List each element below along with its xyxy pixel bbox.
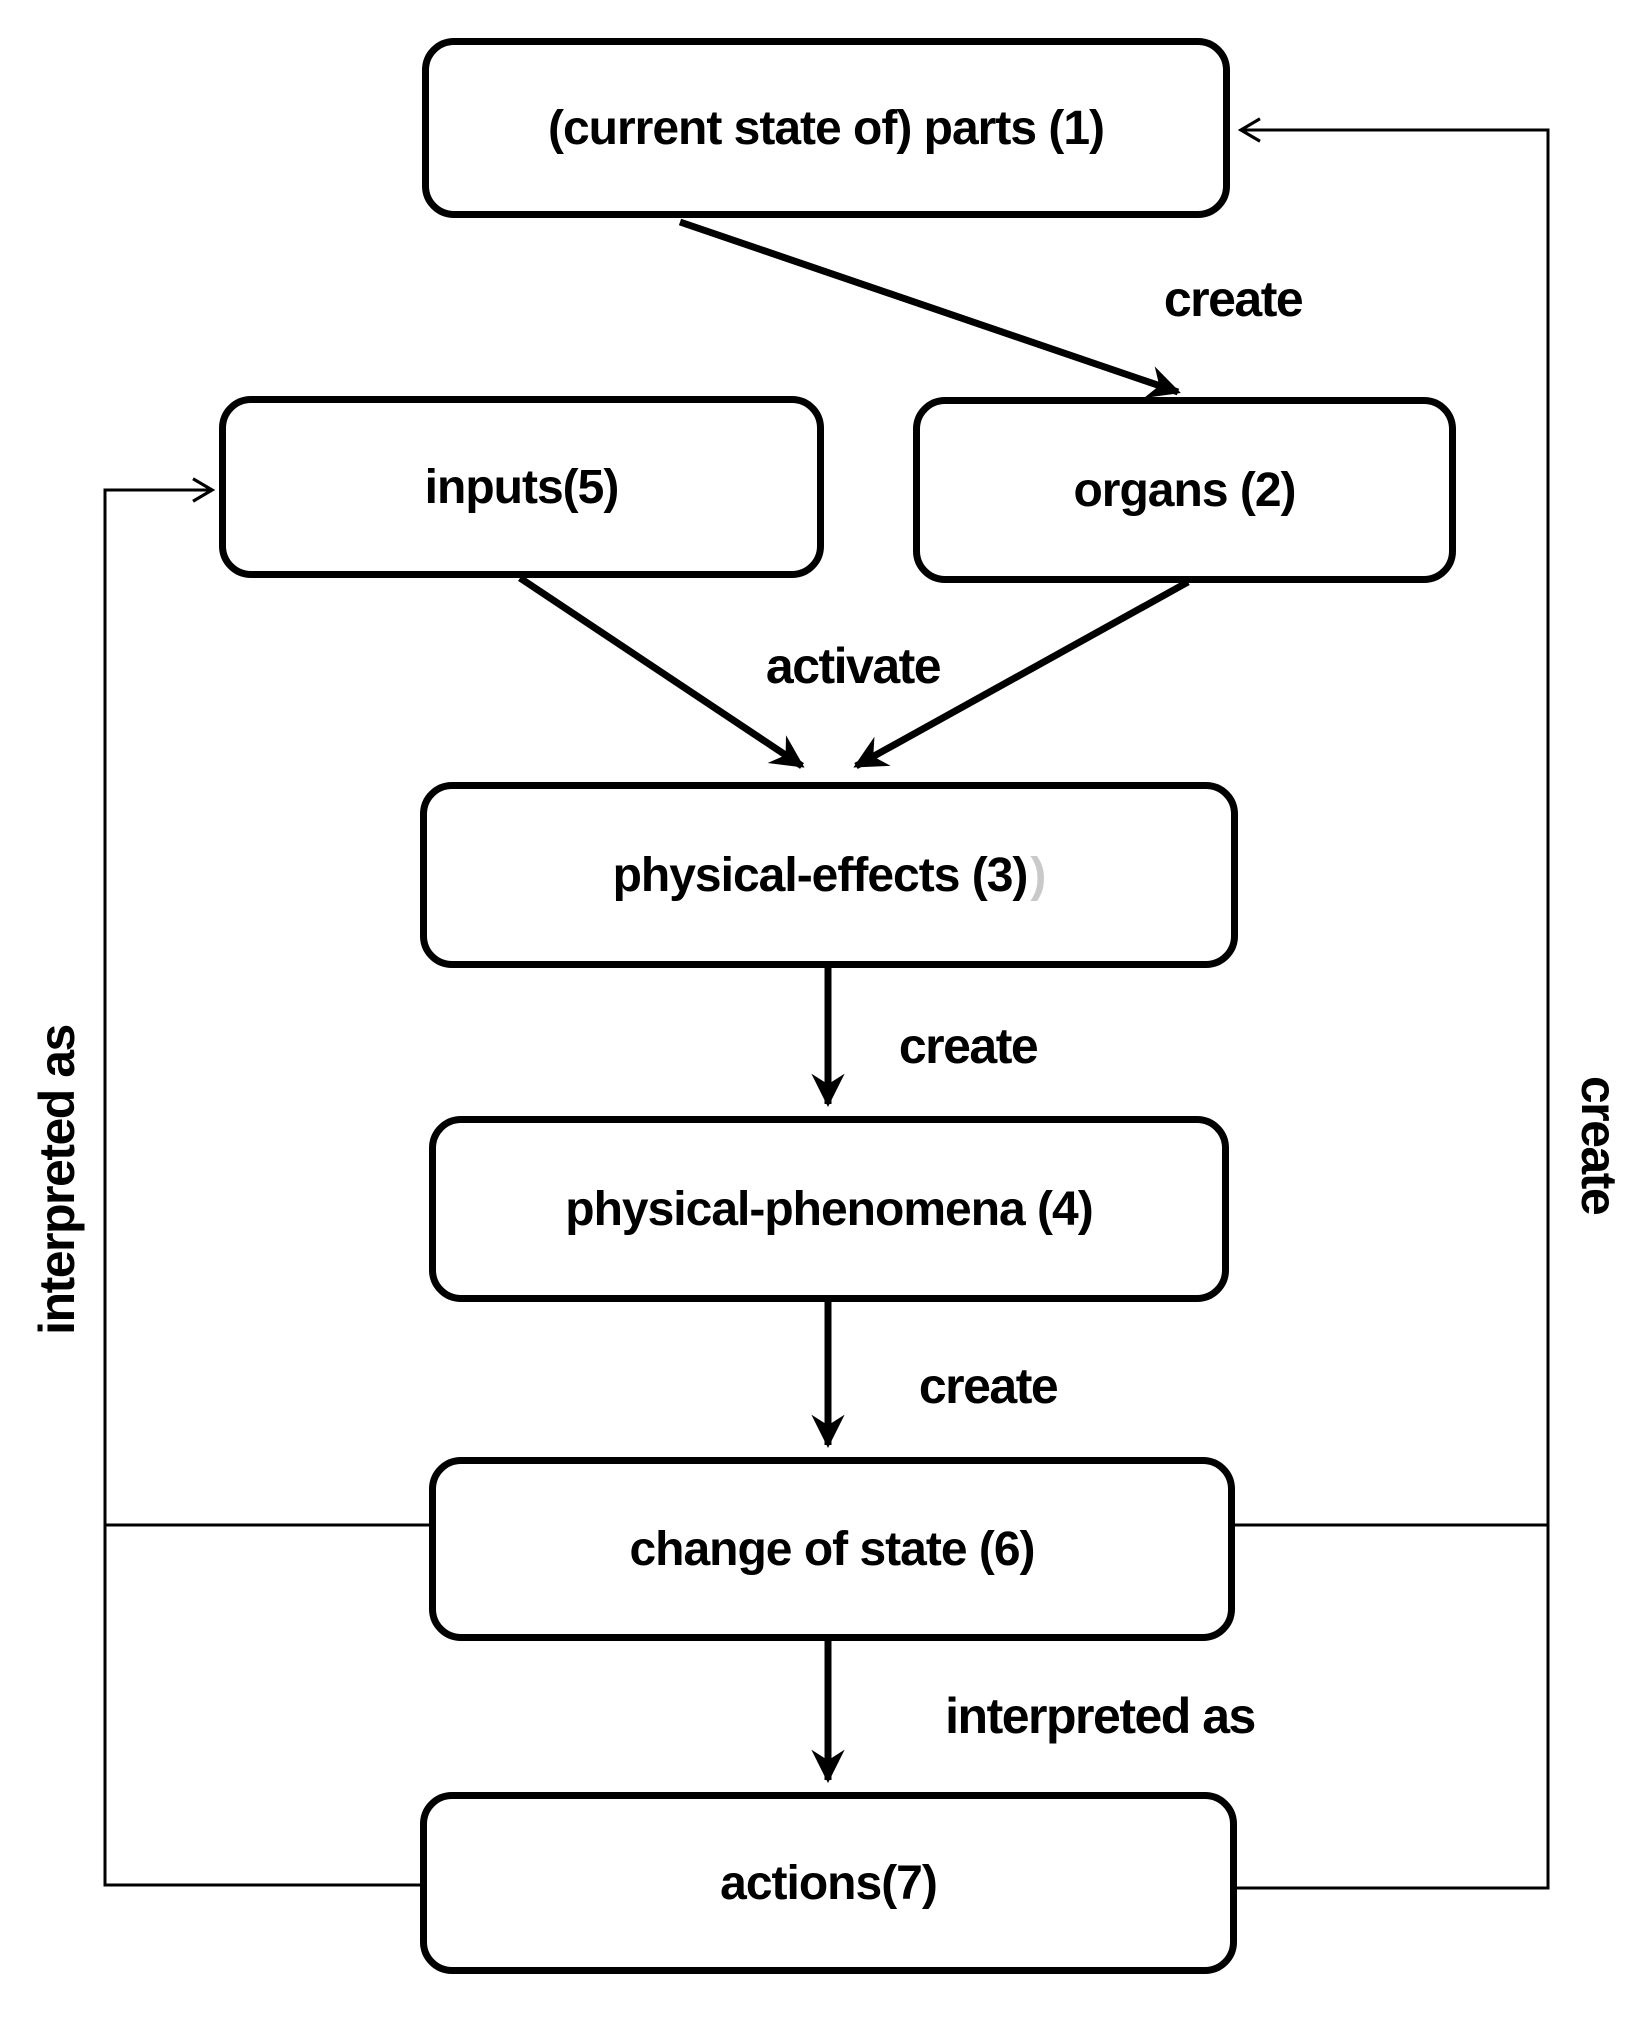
node-inputs: inputs(5) [219,396,824,578]
node-inputs-label: inputs(5) [424,460,620,514]
node-parts: (current state of) parts (1) [422,38,1230,218]
edge-label-create-effects-phenomena: create [898,1018,1039,1074]
node-actions-label: actions(7) [720,1856,938,1910]
node-change-of-state: change of state (6) [429,1457,1235,1641]
edge-label-create-right-feedback: create [1571,1075,1627,1215]
edge-label-interpreted-as-change-actions: interpreted as [945,1688,1256,1744]
ghost-paren-artifact: ) [1030,848,1046,902]
edge-parts-to-organs [678,218,1181,398]
edge-label-activate: activate [765,638,942,694]
node-physical-phenomena-label: physical-phenomena (4) [565,1182,1093,1236]
edge-label-interpreted-as-left-feedback: interpreted as [29,1025,85,1335]
node-physical-effects: physical-effects (3) ) [420,782,1238,968]
edge-label-create-phenomena-change: create [918,1358,1059,1414]
node-organs: organs (2) [913,397,1456,583]
node-physical-phenomena: physical-phenomena (4) [429,1116,1229,1302]
node-actions: actions(7) [420,1792,1237,1974]
node-organs-label: organs (2) [1073,463,1296,517]
node-physical-effects-label: physical-effects (3) [612,848,1029,902]
edge-feedback-to-inputs [103,477,424,1887]
edge-feedback-actions-to-parts [1234,117,1550,1890]
edge-inputs-to-effects [518,575,805,769]
edge-organs-to-effects [853,578,1190,770]
node-parts-label: (current state of) parts (1) [547,101,1105,155]
edge-label-create-parts-organs: create [1163,271,1304,327]
node-change-of-state-label: change of state (6) [629,1522,1035,1576]
